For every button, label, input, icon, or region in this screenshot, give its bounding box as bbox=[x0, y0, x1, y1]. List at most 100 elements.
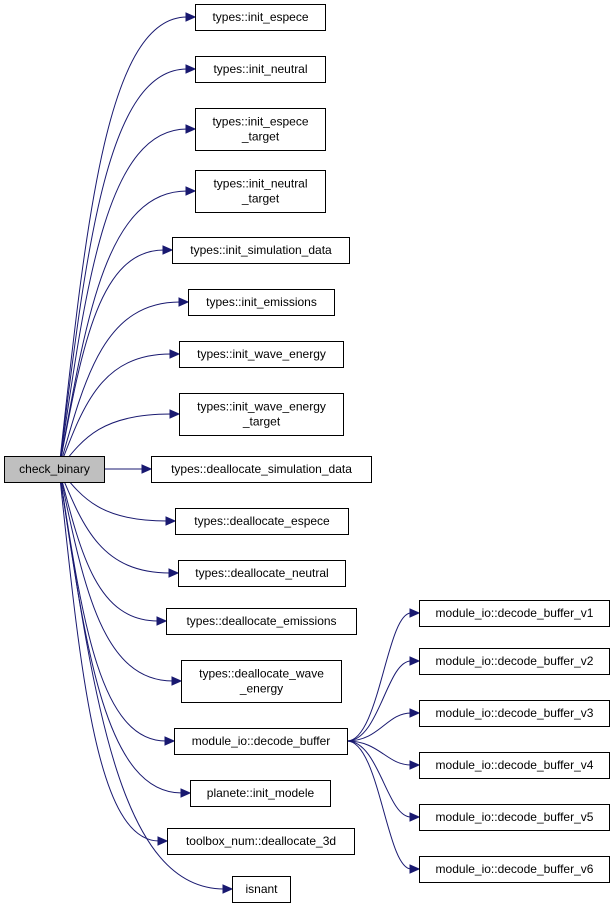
node-box bbox=[419, 600, 610, 627]
node-box bbox=[178, 560, 346, 587]
edge-line bbox=[58, 249, 165, 470]
node-deallocate_espece[interactable]: types::deallocate_espece bbox=[175, 508, 349, 535]
arrowhead-icon bbox=[169, 409, 181, 419]
node-decode_buffer_v1[interactable]: module_io::decode_buffer_v1 bbox=[419, 600, 610, 627]
node-init_wave_energy_target[interactable]: types::init_wave_energy_target bbox=[179, 393, 344, 436]
arrowhead-icon bbox=[162, 245, 174, 255]
node-box bbox=[179, 393, 344, 436]
node-deallocate_emissions[interactable]: types::deallocate_emissions bbox=[166, 608, 357, 635]
node-deallocate_neutral[interactable]: types::deallocate_neutral bbox=[178, 560, 346, 587]
node-label: module_io::decode_buffer_v4 bbox=[436, 758, 594, 772]
node-label: types::deallocate_emissions bbox=[186, 614, 336, 628]
arrowhead-icon bbox=[409, 760, 421, 770]
node-init_wave_energy[interactable]: types::init_wave_energy bbox=[179, 341, 344, 368]
edge-check_binary-to-deallocate_neutral bbox=[58, 468, 180, 578]
node-init_espece[interactable]: types::init_espece bbox=[195, 4, 326, 31]
arrowhead-icon bbox=[185, 186, 197, 196]
edge-line bbox=[58, 468, 167, 742]
edge-line bbox=[58, 16, 188, 470]
node-init_neutral[interactable]: types::init_neutral bbox=[195, 56, 326, 83]
node-label: module_io::decode_buffer_v1 bbox=[436, 606, 594, 620]
arrowhead-icon bbox=[157, 836, 169, 846]
edge-decode_buffer-to-decode_buffer_v5 bbox=[346, 740, 421, 822]
node-label: types::deallocate_espece bbox=[194, 514, 330, 528]
edge-line bbox=[58, 468, 174, 682]
arrowhead-icon bbox=[165, 516, 177, 526]
node-init_neutral_target[interactable]: types::init_neutral_target bbox=[195, 170, 326, 213]
edge-line bbox=[58, 353, 172, 470]
node-deallocate_simulation_data[interactable]: types::deallocate_simulation_data bbox=[151, 456, 372, 483]
node-label: types::init_neutral bbox=[213, 62, 307, 76]
node-init_espece_target[interactable]: types::init_espece_target bbox=[195, 108, 326, 151]
arrowhead-icon bbox=[185, 64, 197, 74]
node-decode_buffer_v6[interactable]: module_io::decode_buffer_v6 bbox=[419, 856, 610, 883]
edge-line bbox=[346, 740, 412, 870]
node-decode_buffer_v4[interactable]: module_io::decode_buffer_v4 bbox=[419, 752, 610, 779]
edge-check_binary-to-init_simulation_data bbox=[58, 245, 174, 470]
node-label: types::init_wave_energy bbox=[197, 400, 326, 414]
node-label: _energy bbox=[239, 682, 283, 696]
edge-check_binary-to-init_wave_energy bbox=[58, 349, 181, 470]
node-decode_buffer_v2[interactable]: module_io::decode_buffer_v2 bbox=[419, 648, 610, 675]
node-box bbox=[179, 341, 344, 368]
node-label: types::init_wave_energy bbox=[197, 347, 326, 361]
arrowhead-icon bbox=[185, 12, 197, 22]
node-init_simulation_data[interactable]: types::init_simulation_data bbox=[172, 237, 350, 264]
edge-line bbox=[58, 468, 171, 574]
node-init_emissions[interactable]: types::init_emissions bbox=[188, 289, 335, 316]
node-label: types::deallocate_wave bbox=[199, 667, 324, 681]
node-label: module_io::decode_buffer_v3 bbox=[436, 706, 594, 720]
edge-line bbox=[58, 468, 160, 842]
arrowhead-icon bbox=[180, 788, 192, 798]
edge-check_binary-to-init_neutral bbox=[58, 64, 197, 470]
node-label: types::init_simulation_data bbox=[190, 243, 332, 257]
edge-line bbox=[346, 612, 412, 742]
node-box bbox=[232, 876, 291, 903]
edge-line bbox=[346, 740, 412, 766]
edge-line bbox=[58, 128, 188, 470]
node-decode_buffer[interactable]: module_io::decode_buffer bbox=[174, 728, 348, 755]
node-box bbox=[172, 237, 350, 264]
edge-check_binary-to-deallocate_wave_energy bbox=[58, 468, 183, 686]
edge-decode_buffer-to-decode_buffer_v6 bbox=[346, 740, 421, 874]
node-box bbox=[4, 456, 105, 483]
arrowhead-icon bbox=[409, 812, 421, 822]
node-label: isnant bbox=[245, 882, 278, 896]
node-label: check_binary bbox=[19, 462, 90, 476]
edge-check_binary-to-deallocate_3d bbox=[58, 468, 169, 846]
arrowhead-icon bbox=[164, 736, 176, 746]
arrowhead-icon bbox=[156, 616, 168, 626]
arrowhead-icon bbox=[169, 349, 181, 359]
node-deallocate_3d[interactable]: toolbox_num::deallocate_3d bbox=[167, 828, 355, 855]
node-label: module_io::decode_buffer bbox=[192, 734, 331, 748]
arrowhead-icon bbox=[171, 676, 183, 686]
node-label: toolbox_num::deallocate_3d bbox=[186, 834, 336, 848]
node-init_modele[interactable]: planete::init_modele bbox=[190, 780, 331, 807]
node-box bbox=[181, 660, 342, 703]
edge-decode_buffer-to-decode_buffer_v2 bbox=[346, 656, 421, 742]
edge-check_binary-to-init_neutral_target bbox=[58, 186, 197, 470]
arrowhead-icon bbox=[178, 297, 190, 307]
node-isnant[interactable]: isnant bbox=[232, 876, 291, 903]
node-box bbox=[174, 728, 348, 755]
node-label: types::init_neutral bbox=[213, 177, 307, 191]
edge-line bbox=[58, 190, 188, 470]
edge-check_binary-to-init_espece_target bbox=[58, 124, 197, 470]
node-box bbox=[419, 856, 610, 883]
edge-check_binary-to-init_emissions bbox=[58, 297, 190, 470]
node-label: module_io::decode_buffer_v2 bbox=[436, 654, 594, 668]
node-deallocate_wave_energy[interactable]: types::deallocate_wave_energy bbox=[181, 660, 342, 703]
edge-check_binary-to-deallocate_emissions bbox=[58, 468, 168, 626]
node-decode_buffer_v3[interactable]: module_io::decode_buffer_v3 bbox=[419, 700, 610, 727]
node-box bbox=[419, 804, 610, 831]
node-label: _target bbox=[242, 415, 281, 429]
node-label: planete::init_modele bbox=[207, 786, 315, 800]
node-decode_buffer_v5[interactable]: module_io::decode_buffer_v5 bbox=[419, 804, 610, 831]
node-check_binary[interactable]: check_binary bbox=[4, 456, 105, 483]
node-box bbox=[195, 56, 326, 83]
edge-line bbox=[346, 740, 412, 818]
edge-check_binary-to-isnant bbox=[58, 468, 234, 894]
node-box bbox=[195, 108, 326, 151]
arrowhead-icon bbox=[141, 464, 153, 474]
